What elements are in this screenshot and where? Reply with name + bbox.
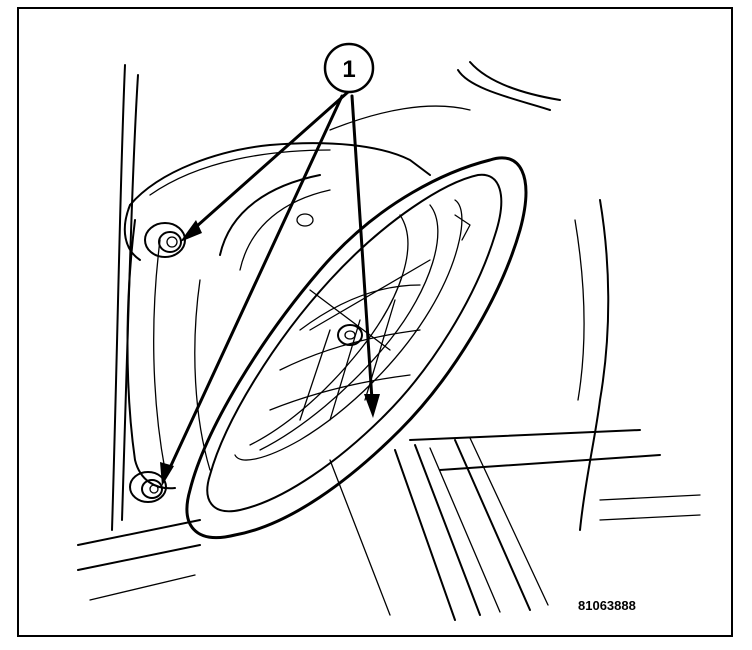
leader-arrows bbox=[160, 90, 380, 486]
lower-mounting-bolt bbox=[129, 471, 167, 503]
speaker-housing bbox=[123, 142, 431, 490]
figure-id: 81063888 bbox=[578, 598, 636, 613]
speaker-grille bbox=[234, 199, 471, 461]
callout-1: 1 bbox=[323, 42, 375, 94]
figure-border bbox=[17, 7, 733, 637]
door-panel-lines bbox=[77, 61, 701, 621]
callout-number: 1 bbox=[342, 56, 355, 83]
upper-mounting-bolt bbox=[144, 222, 186, 258]
speaker-bezel bbox=[185, 156, 528, 540]
